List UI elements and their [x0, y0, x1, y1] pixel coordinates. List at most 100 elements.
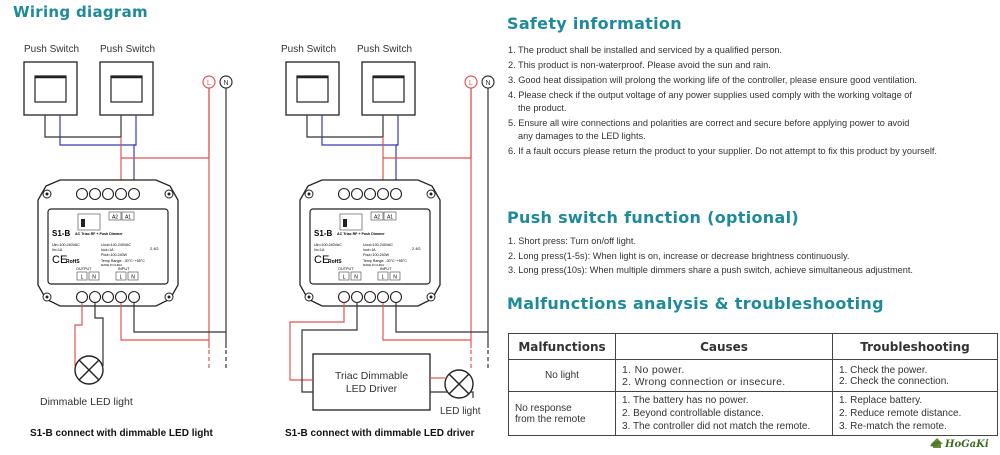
- push-switch-label: Push Switch: [357, 44, 413, 55]
- freq-label: 2.4G: [150, 246, 159, 251]
- fix: 2. Check the connection.: [839, 375, 950, 387]
- terminal-l-label: L: [207, 80, 211, 87]
- wire: [44, 115, 121, 138]
- rohs-mark: RoHS: [66, 259, 80, 265]
- terminal-marker-label: N: [92, 275, 96, 281]
- terminal-marker: [127, 271, 139, 281]
- terminal-screw: [363, 290, 377, 304]
- driver-label: Triac Dimmable LED Driver: [313, 370, 430, 396]
- terminal-n: [481, 75, 495, 89]
- terminal-marker-label: L: [120, 275, 123, 281]
- terminal-screw: [337, 290, 351, 304]
- push-switch-label: Push Switch: [100, 44, 156, 55]
- iout-label: Iout=1A: [101, 248, 114, 252]
- screw-center: [167, 192, 171, 196]
- uin-label: Uin=100-240VAC: [314, 243, 342, 247]
- desc-label: AC Triac RF + Push Dimmer: [75, 232, 123, 236]
- dip-switch-lever: [81, 219, 85, 227]
- safety-item: 1. The product shall be installed and se…: [508, 45, 783, 55]
- uout-label: Uout=100-240VAC: [101, 243, 131, 247]
- terminal-marker: [338, 271, 350, 281]
- logo-text: HoGaKi: [944, 439, 989, 450]
- malfunction-line: No response: [515, 402, 572, 414]
- freq-label: 2.4G: [412, 246, 421, 251]
- terminal-screw: [350, 290, 364, 304]
- cause: 1. No power.: [622, 363, 685, 376]
- push-list: 1. Short press: Turn on/off light. 2. Lo…: [508, 235, 913, 277]
- diagram-caption: S1-B connect with dimmable LED driver: [285, 428, 475, 439]
- a1-button: [383, 211, 397, 221]
- pout-label: Pout=100-240W: [101, 253, 128, 257]
- malfunction-cell: No response from the remote: [508, 391, 616, 436]
- terminal-screw: [350, 187, 364, 201]
- a1-label: A1: [125, 215, 131, 221]
- a2-label: A2: [112, 215, 118, 221]
- safety-item: 5. Ensure all wire connections and polar…: [508, 118, 910, 128]
- push-switch-button: [110, 75, 143, 103]
- lamp-cross: [448, 373, 470, 395]
- terminal-screw: [389, 187, 403, 201]
- terminal-screw: [376, 290, 390, 304]
- terminal-n: [219, 75, 233, 89]
- rohs-mark: RoHS: [328, 259, 342, 265]
- iout-label: Iout=1A: [363, 248, 376, 252]
- wire: [120, 303, 209, 341]
- terminal-screw: [101, 290, 115, 304]
- safety-list: 1. The product shall be installed and se…: [508, 44, 937, 158]
- a2-button: [108, 211, 122, 221]
- pout-label: Pout=100-240W: [363, 253, 390, 257]
- wire: [133, 303, 226, 333]
- push-item: 1. Short press: Turn on/off light.: [508, 236, 637, 246]
- terminal-l: [464, 75, 478, 89]
- causes-cell: 1. No power. 2. Wrong connection or inse…: [615, 359, 833, 392]
- wire: [74, 303, 83, 366]
- cause: 2. Wrong connection or insecure.: [622, 375, 786, 388]
- made-label: MADE IN CHINA: [363, 263, 384, 267]
- cause: 3. The controller did not match the remo…: [622, 421, 811, 432]
- malfunctions-title: Malfunctions analysis & troubleshooting: [507, 294, 884, 313]
- terminal-marker-label: N: [393, 275, 397, 281]
- terminal-marker: [389, 271, 401, 281]
- model-label: S1-B: [52, 229, 70, 238]
- wire: [306, 115, 383, 138]
- wire: [301, 303, 358, 393]
- a2-button: [370, 211, 384, 221]
- input-label: INPUT: [118, 267, 130, 271]
- a1-button: [121, 211, 135, 221]
- ce-mark: CE: [52, 254, 67, 266]
- safety-item: the product.: [518, 103, 567, 113]
- safety-item: 6. If a fault occurs please return the p…: [508, 146, 937, 156]
- terminal-screw: [114, 290, 128, 304]
- led-driver-box: [312, 353, 431, 411]
- output-label: OUTPUT: [338, 267, 354, 271]
- causes-cell: 1. The battery has no power. 2. Beyond c…: [615, 391, 833, 436]
- screw-center: [307, 192, 311, 196]
- push-switch-label: Push Switch: [281, 44, 337, 55]
- terminal-screw: [363, 187, 377, 201]
- terminal-marker: [76, 271, 88, 281]
- temp-label: Temp Range: -30°C~+55°C: [363, 259, 407, 263]
- cause: 2. Beyond controllable distance.: [622, 408, 764, 419]
- push-switch-button: [296, 75, 329, 103]
- model-label: S1-B: [314, 229, 332, 238]
- wire: [395, 115, 399, 188]
- terminal-screw: [88, 187, 102, 201]
- a2-label: A2: [374, 215, 380, 221]
- wire: [321, 115, 398, 146]
- push-title: Push switch function (optional): [507, 208, 799, 227]
- wire: [289, 303, 345, 381]
- screw-center: [45, 192, 49, 196]
- push-switch-button: [372, 75, 405, 103]
- header-troubleshooting: Troubleshooting: [832, 333, 998, 360]
- wiring-title: Wiring diagram: [13, 3, 148, 21]
- lamp-cross: [78, 359, 100, 381]
- malfunction-line: from the remote: [515, 413, 586, 425]
- terminal-screw: [127, 290, 141, 304]
- screw-center: [45, 295, 49, 299]
- uout-label: Uout=100-240VAC: [363, 243, 393, 247]
- terminal-screw: [389, 290, 403, 304]
